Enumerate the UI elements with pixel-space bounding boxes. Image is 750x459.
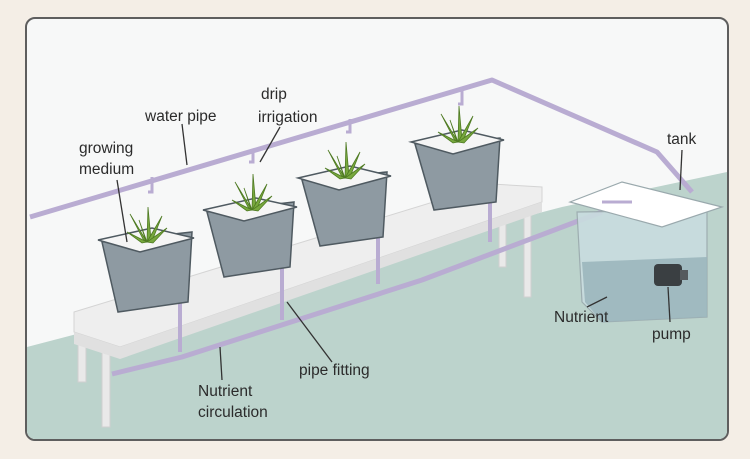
- leader-drip: [259, 126, 281, 163]
- label-tank: tank: [667, 131, 697, 148]
- label-irrigation: irrigation: [258, 109, 318, 126]
- leader-circulation: [219, 346, 223, 381]
- water-floor: [27, 172, 727, 439]
- drip-branch: [346, 119, 352, 134]
- leader-pump: [667, 286, 671, 323]
- hydroponic-diagram: [27, 77, 727, 439]
- label-nutrient: Nutrient: [554, 309, 609, 326]
- pump: [654, 264, 688, 286]
- leader-water-pipe: [181, 123, 188, 166]
- plant: [324, 141, 366, 180]
- plant: [437, 105, 479, 144]
- plant: [126, 206, 168, 244]
- tank: [568, 181, 725, 323]
- label-nutrient-circulation-1: Nutrient: [198, 383, 253, 400]
- label-water-pipe: water pipe: [145, 108, 217, 125]
- drip-branch: [148, 177, 154, 194]
- leader-growing: [116, 179, 128, 243]
- label-growing: growing: [79, 140, 134, 157]
- label-medium: medium: [79, 161, 135, 178]
- label-pipe-fitting: pipe fitting: [299, 362, 370, 379]
- label-nutrient-circulation-2: circulation: [198, 404, 268, 421]
- table-leg: [523, 211, 532, 298]
- leader-pipe-fitting: [286, 301, 333, 363]
- drip-branch: [249, 149, 255, 164]
- drip-branch: [458, 90, 464, 106]
- leader-nutrient: [586, 296, 608, 308]
- table-leg: [101, 346, 111, 428]
- leader-tank: [679, 149, 683, 191]
- label-drip: drip: [261, 86, 287, 103]
- diagram-frame: water pipe drip irrigation growing mediu…: [25, 17, 729, 441]
- water-pipe: [29, 77, 694, 220]
- circulation-pipe: [111, 209, 603, 377]
- label-pump: pump: [652, 326, 691, 343]
- plant: [231, 173, 273, 212]
